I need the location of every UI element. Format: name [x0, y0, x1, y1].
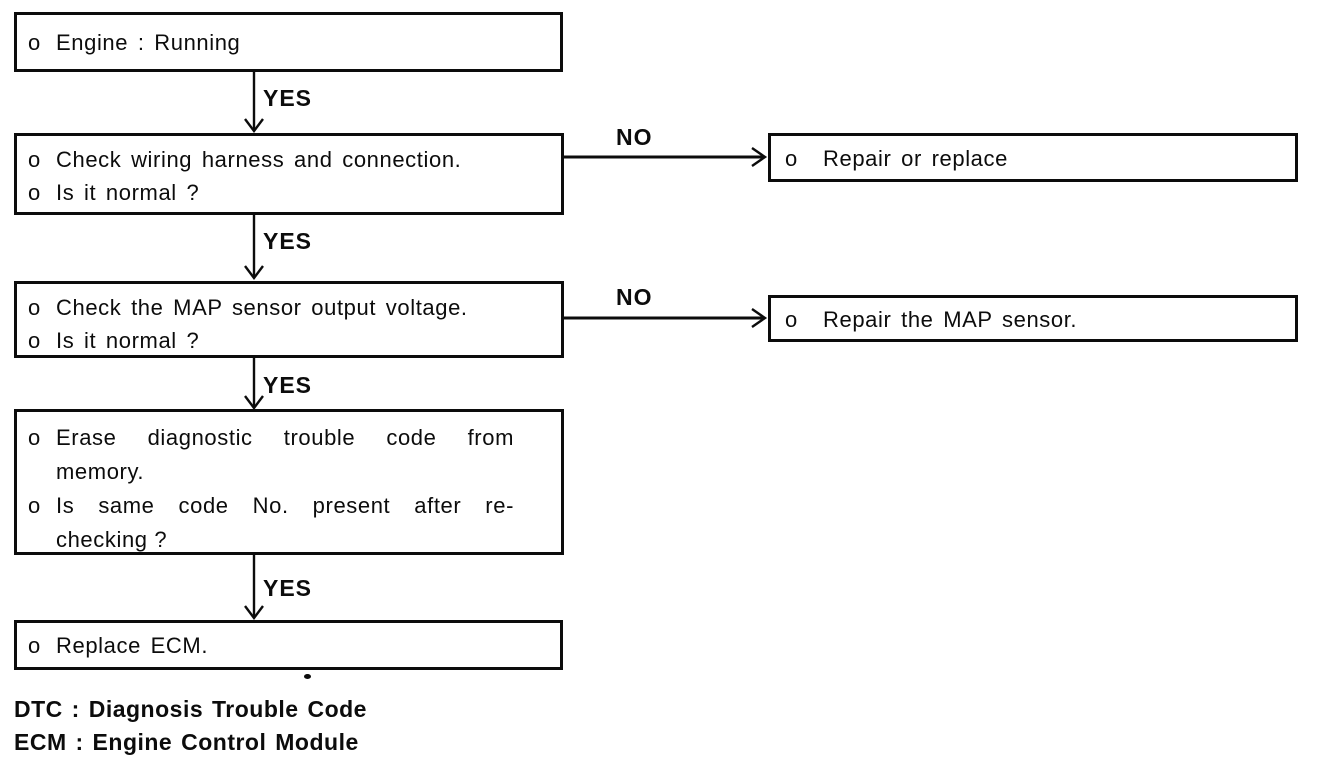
flow-box-repair-or-replace: o Repair or replace	[768, 133, 1298, 182]
yes-label-1: YES	[263, 85, 313, 111]
no-label-1: NO	[616, 124, 653, 150]
flow-box-text: Repair or replace	[823, 146, 1008, 171]
flow-box-text: Repair the MAP sensor.	[823, 307, 1078, 332]
bullet-marker: o	[28, 180, 41, 205]
scan-artifact-dot	[304, 674, 311, 679]
bullet-row: o Erase diagnostic trouble code from mem…	[17, 421, 561, 489]
flow-box-text: Erase diagnostic trouble code from	[56, 425, 514, 450]
flow-box-text: memory.	[56, 459, 145, 484]
yes-label-3: YES	[263, 372, 313, 398]
bullet-row: o Repair the MAP sensor.	[771, 307, 1295, 333]
bullet-item-text: Is same code No. present after re- check…	[56, 489, 514, 557]
bullet-row: o Check the MAP sensor output voltage.	[17, 291, 561, 324]
yes-label-2: YES	[263, 228, 313, 254]
flow-box-text: Check wiring harness and connection.	[56, 147, 462, 172]
flow-box-erase-dtc: o Erase diagnostic trouble code from mem…	[14, 409, 564, 555]
flow-box-check-map-sensor: o Check the MAP sensor output voltage. o…	[14, 281, 564, 358]
flow-box-check-wiring: o Check wiring harness and connection. o…	[14, 133, 564, 215]
bullet-marker: o	[28, 328, 41, 353]
yes-arrow-down-2	[244, 215, 264, 280]
bullet-marker: o	[785, 307, 798, 332]
bullet-row: o Is it normal ?	[17, 176, 561, 209]
bullet-marker: o	[785, 146, 798, 171]
bullet-row: o Is it normal ?	[17, 324, 561, 357]
flow-box-repair-map-sensor: o Repair the MAP sensor.	[768, 295, 1298, 342]
flow-box-text: Engine : Running	[56, 30, 241, 55]
flow-box-text: Check the MAP sensor output voltage.	[56, 295, 468, 320]
bullet-row: o Is same code No. present after re- che…	[17, 489, 561, 557]
footnote-ecm: ECM : Engine Control Module	[14, 729, 359, 755]
flow-box-text: Is same code No. present after re-	[56, 493, 514, 518]
bullet-row: o Check wiring harness and connection.	[17, 143, 561, 176]
yes-arrow-down-1	[244, 72, 264, 133]
flow-box-text: Is it normal ?	[56, 328, 200, 353]
bullet-marker: o	[28, 147, 41, 172]
bullet-row: o Engine : Running	[17, 30, 560, 56]
yes-arrow-down-4	[244, 555, 264, 620]
footnote-dtc: DTC : Diagnosis Trouble Code	[14, 696, 367, 722]
no-arrow-right-2	[564, 308, 768, 328]
bullet-marker: o	[28, 425, 41, 450]
yes-arrow-down-3	[244, 358, 264, 410]
bullet-marker: o	[28, 295, 41, 320]
flow-box-text: checking ?	[56, 527, 168, 552]
bullet-marker: o	[28, 633, 41, 658]
bullet-row: o Replace ECM.	[17, 633, 560, 659]
flow-box-text: Replace ECM.	[56, 633, 209, 658]
flow-box-text: Is it normal ?	[56, 180, 200, 205]
bullet-marker: o	[28, 30, 41, 55]
no-arrow-right-1	[564, 147, 768, 167]
no-label-2: NO	[616, 284, 653, 310]
bullet-marker: o	[28, 493, 41, 518]
yes-label-4: YES	[263, 575, 313, 601]
bullet-item-text: Erase diagnostic trouble code from memor…	[56, 421, 514, 489]
flow-box-replace-ecm: o Replace ECM.	[14, 620, 563, 670]
flow-box-engine-running: o Engine : Running	[14, 12, 563, 72]
bullet-row: o Repair or replace	[771, 146, 1295, 172]
